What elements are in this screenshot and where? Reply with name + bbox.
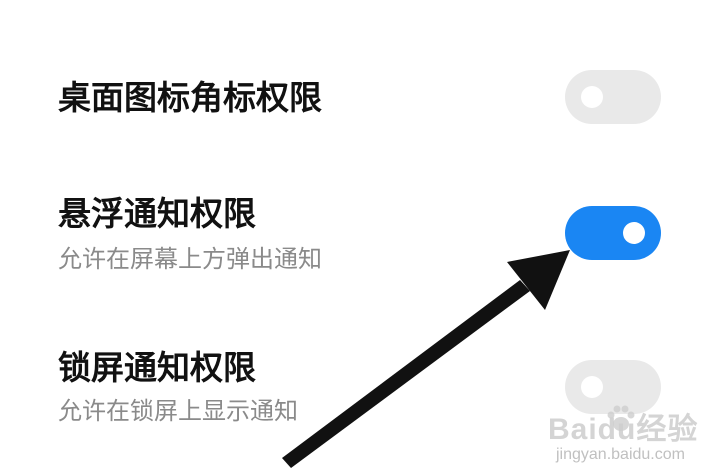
setting-description: 允许在锁屏上显示通知 [58, 397, 298, 425]
baidu-watermark: Baidu经验 jingyan.baidu.com [548, 402, 698, 472]
floating-notification-toggle[interactable] [565, 206, 661, 260]
setting-title: 悬浮通知权限 [58, 194, 256, 233]
setting-description: 允许在屏幕上方弹出通知 [58, 245, 322, 273]
toggle-knob [581, 86, 603, 108]
paw-icon [607, 405, 635, 431]
setting-row-badge-permission: 桌面图标角标权限 [0, 0, 720, 150]
badge-permission-toggle[interactable] [565, 70, 661, 124]
watermark-url: jingyan.baidu.com [556, 446, 685, 463]
toggle-knob [623, 222, 645, 244]
setting-title: 桌面图标角标权限 [58, 78, 322, 117]
lockscreen-notification-toggle[interactable] [565, 360, 661, 414]
setting-row-lockscreen-notification: 锁屏通知权限 允许在锁屏上显示通知 [0, 300, 720, 476]
toggle-knob [581, 376, 603, 398]
setting-row-floating-notification: 悬浮通知权限 允许在屏幕上方弹出通知 [0, 150, 720, 300]
setting-title: 锁屏通知权限 [58, 348, 256, 387]
